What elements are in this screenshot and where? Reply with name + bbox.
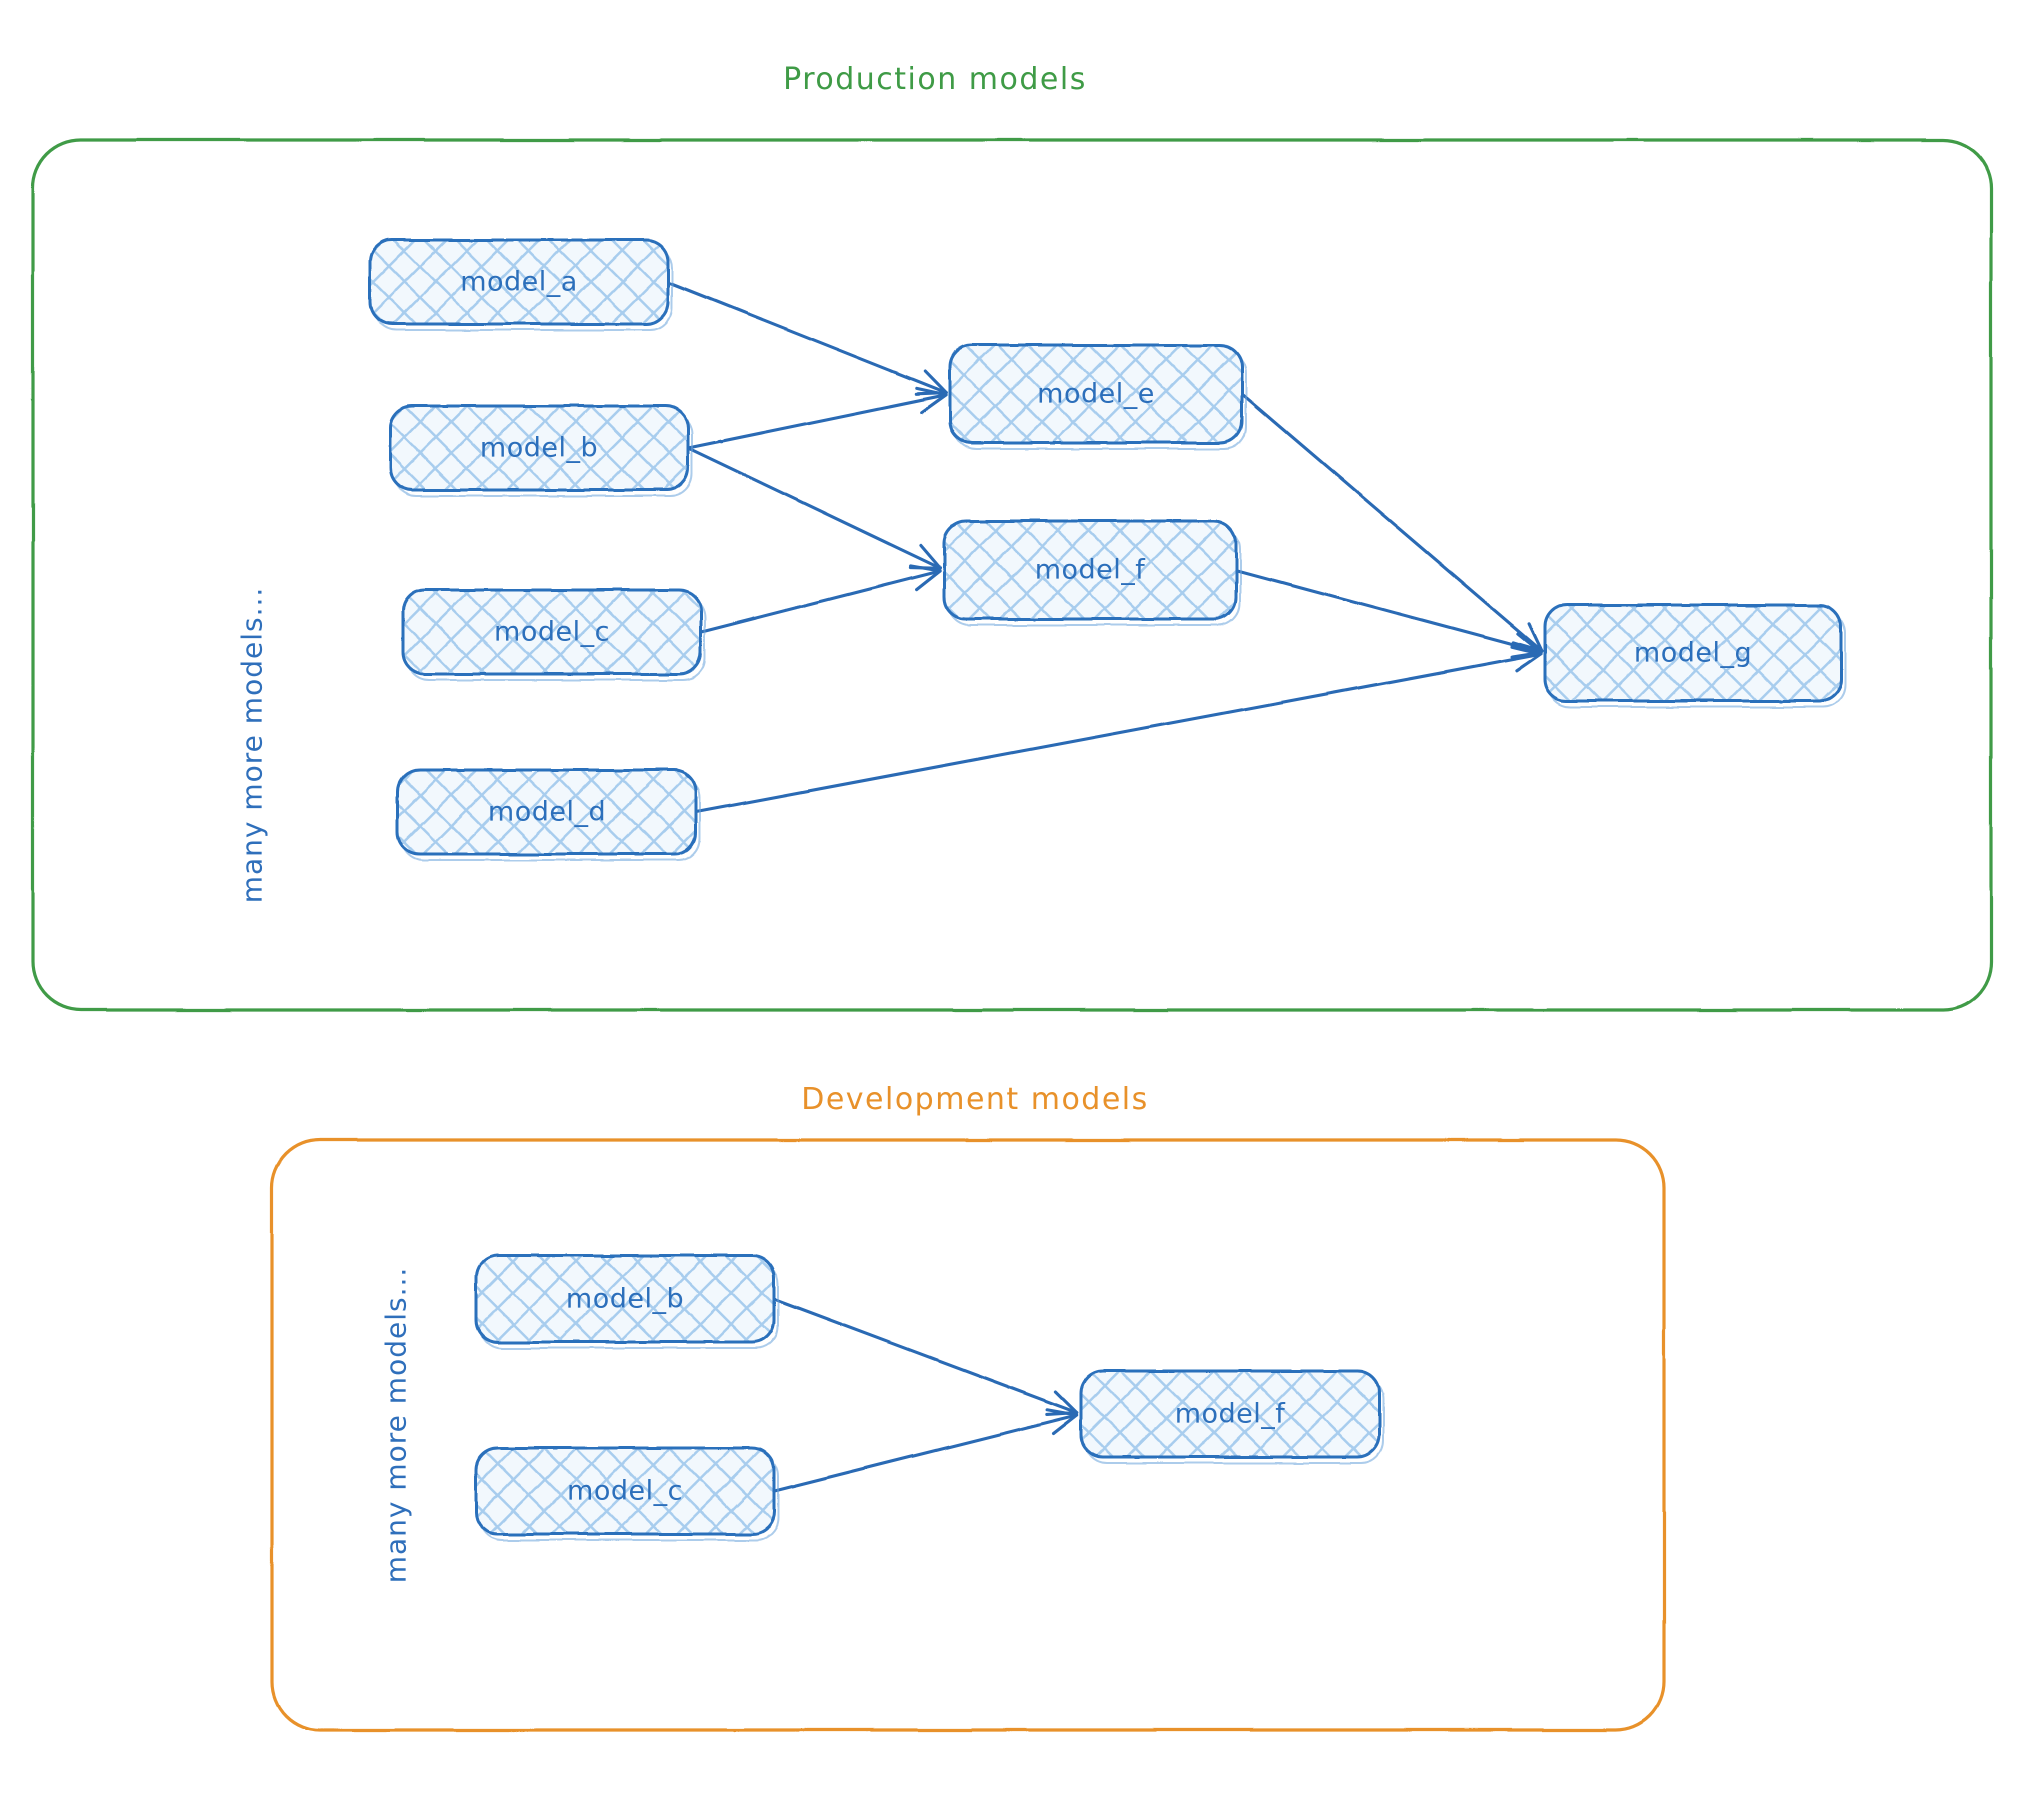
node-prod_c[interactable] (401, 588, 706, 681)
node-dev_c[interactable] (474, 1446, 779, 1541)
node-prod_e[interactable] (948, 343, 1247, 450)
node-prod_b[interactable] (388, 404, 693, 497)
node-prod_g[interactable] (1543, 603, 1846, 708)
node-dev_b[interactable] (474, 1254, 779, 1349)
node-dev_f[interactable] (1079, 1369, 1384, 1464)
group-frame-production (31, 138, 1993, 1012)
group-title-development: Development models (801, 1082, 1149, 1117)
edge-prod_a-to-prod_e (666, 280, 948, 396)
edge-dev_c-to-dev_f (772, 1408, 1079, 1493)
edge-prod_c-to-prod_f (699, 564, 942, 634)
node-prod_d[interactable] (396, 768, 701, 861)
edges-layer (666, 280, 1544, 1493)
node-prod_a[interactable] (368, 238, 673, 331)
nodes-layer (368, 238, 1846, 1541)
group-frames-layer (31, 138, 1993, 1732)
edge-prod_e-to-prod_g (1240, 392, 1544, 652)
side-label-development: many more models... (379, 1266, 413, 1584)
node-prod_f[interactable] (942, 519, 1241, 626)
group-title-production: Production models (783, 62, 1087, 97)
edge-prod_b-to-prod_e (686, 386, 948, 450)
edge-prod_d-to-prod_g (694, 645, 1543, 814)
edge-prod_b-to-prod_f (686, 446, 942, 570)
edge-prod_f-to-prod_g (1234, 568, 1543, 659)
edge-dev_b-to-dev_f (772, 1297, 1079, 1416)
side-label-production: many more models... (235, 586, 269, 904)
group-frame-development (270, 1138, 1666, 1732)
